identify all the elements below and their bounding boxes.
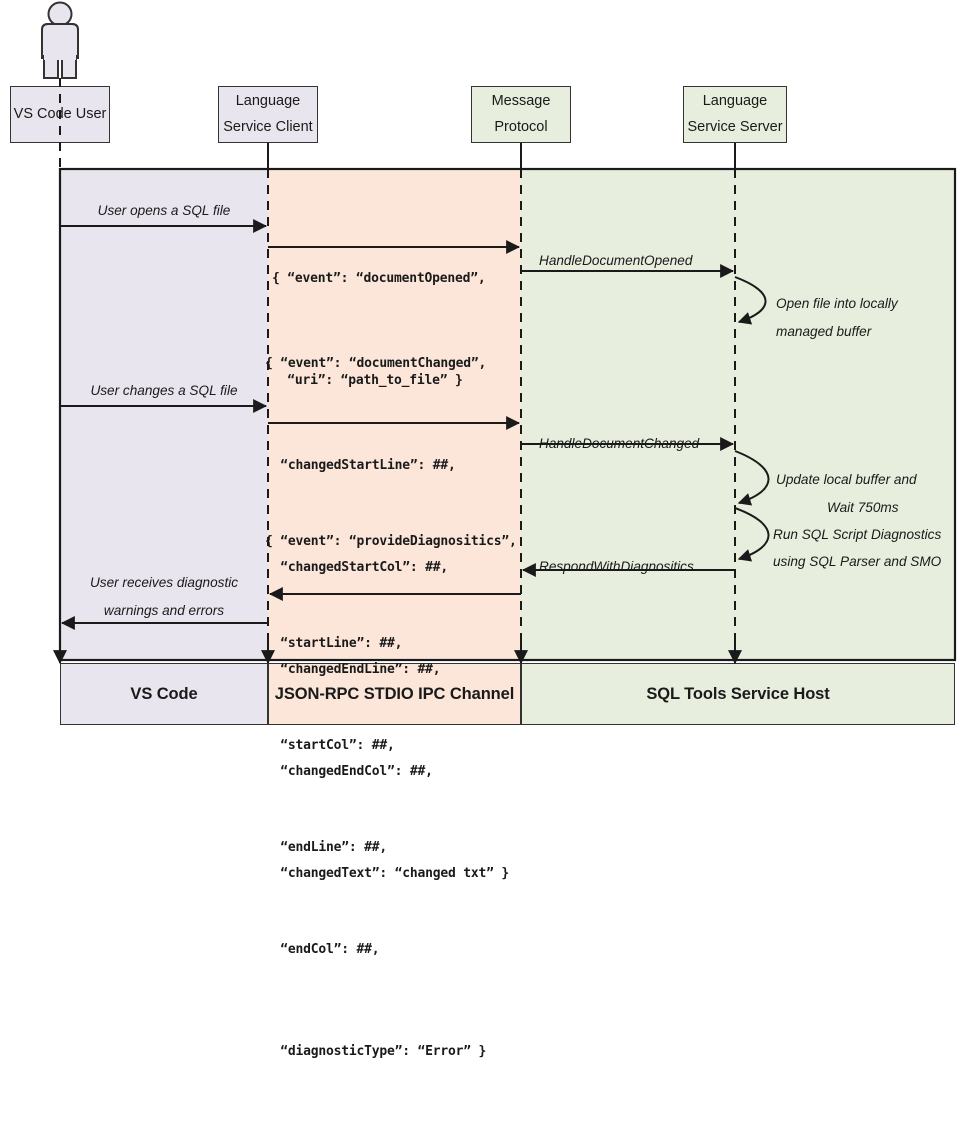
annotation-run-diagnostics-line2: using SQL Parser and SMO — [773, 547, 941, 577]
lifeline-header-language-service-server[interactable]: Language Service Server — [683, 86, 787, 143]
lifeline-header-language-service-server-line1: Language — [702, 93, 768, 110]
annotation-update-buffer-line2: Wait 750ms — [827, 493, 899, 523]
vs-code-user-actor-icon — [41, 1, 79, 79]
payload-provide-diagnostics-line3: “startCol”: ##, — [265, 738, 395, 753]
footer-ipc: JSON-RPC STDIO IPC Channel — [268, 663, 521, 725]
footer-sql-tools: SQL Tools Service Host — [521, 663, 955, 725]
annotation-run-diagnostics-line1: Run SQL Script Diagnostics — [773, 520, 941, 550]
payload-document-changed-line4: “changedEndLine”: ##, — [265, 662, 441, 677]
message-label-user-changes-sql-file-text: User changes a SQL file — [90, 383, 238, 398]
footer-ipc-label: JSON-RPC STDIO IPC Channel — [274, 684, 515, 703]
lifeline-header-language-service-client[interactable]: Language Service Client — [218, 86, 318, 143]
lifeline-header-message-protocol-line1: Message — [491, 93, 551, 110]
message-label-user-receives-diagnostics-line1: User receives diagnostic — [62, 568, 266, 598]
payload-provide-diagnostics-line1: { “event”: “provideDiagnositics”, — [265, 534, 517, 549]
message-label-user-opens-sql-file: User opens a SQL file — [62, 196, 266, 226]
lifeline-header-language-service-client-line1: Language — [235, 93, 301, 110]
message-label-user-receives-diagnostics-line2: warnings and errors — [62, 596, 266, 626]
message-label-handle-document-changed-text: HandleDocumentChanged — [539, 436, 700, 451]
lifeline-header-language-service-client-line2: Service Client — [223, 118, 313, 135]
message-label-user-receives-diagnostics-line1-text: User receives diagnostic — [89, 575, 239, 590]
annotation-open-file-line2-text: managed buffer — [776, 324, 872, 339]
lifeline-header-vs-code-user-label: VS Code User — [13, 105, 107, 122]
message-label-respond-with-diagnostics-text: RespondWithDiagnositics — [539, 559, 694, 574]
annotation-update-buffer-line1-text: Update local buffer and — [776, 472, 917, 487]
payload-document-changed-line1: { “event”: “documentChanged”, — [265, 356, 487, 371]
message-label-handle-document-changed: HandleDocumentChanged — [539, 429, 699, 459]
message-label-user-opens-sql-file-text: User opens a SQL file — [97, 203, 231, 218]
annotation-run-diagnostics-line1-text: Run SQL Script Diagnostics — [773, 527, 942, 542]
message-label-user-changes-sql-file: User changes a SQL file — [62, 376, 266, 406]
annotation-update-buffer-line1: Update local buffer and — [776, 465, 917, 495]
annotation-open-file-line2: managed buffer — [776, 317, 871, 347]
annotation-update-buffer-line2-text: Wait 750ms — [827, 500, 899, 515]
footer-sql-tools-label: SQL Tools Service Host — [646, 684, 830, 703]
footer-vs-code: VS Code — [60, 663, 268, 725]
lifeline-header-language-service-server-line2: Service Server — [687, 118, 783, 135]
payload-provide-diagnostics-line4: “endLine”: ##, — [265, 840, 388, 855]
annotation-open-file-line1-text: Open file into locally — [776, 296, 898, 311]
sql-tools-band — [521, 169, 955, 660]
message-label-handle-document-opened-text: HandleDocumentOpened — [539, 253, 693, 268]
annotation-open-file-line1: Open file into locally — [776, 289, 898, 319]
footer-vs-code-label: VS Code — [130, 684, 198, 703]
message-label-handle-document-opened: HandleDocumentOpened — [539, 246, 692, 276]
payload-provide-diagnostics-line5: “endCol”: ##, — [265, 942, 380, 957]
payload-provide-diagnostics: { “event”: “provideDiagnositics”, “start… — [265, 457, 517, 1137]
lifeline-header-message-protocol[interactable]: Message Protocol — [471, 86, 571, 143]
payload-provide-diagnostics-line2: “startLine”: ##, — [265, 636, 403, 651]
message-label-respond-with-diagnostics: RespondWithDiagnositics — [539, 552, 694, 582]
payload-provide-diagnostics-line6: “diagnosticType”: “Error” } — [265, 1044, 487, 1059]
annotation-run-diagnostics-line2-text: using SQL Parser and SMO — [773, 554, 942, 569]
sequence-diagram-canvas: VS Code JSON-RPC STDIO IPC Channel SQL T… — [10, 1, 957, 1059]
lifeline-header-vs-code-user[interactable]: VS Code User — [10, 86, 110, 143]
message-label-user-receives-diagnostics-line2-text: warnings and errors — [103, 603, 225, 618]
lifeline-header-message-protocol-line2: Protocol — [494, 118, 548, 135]
